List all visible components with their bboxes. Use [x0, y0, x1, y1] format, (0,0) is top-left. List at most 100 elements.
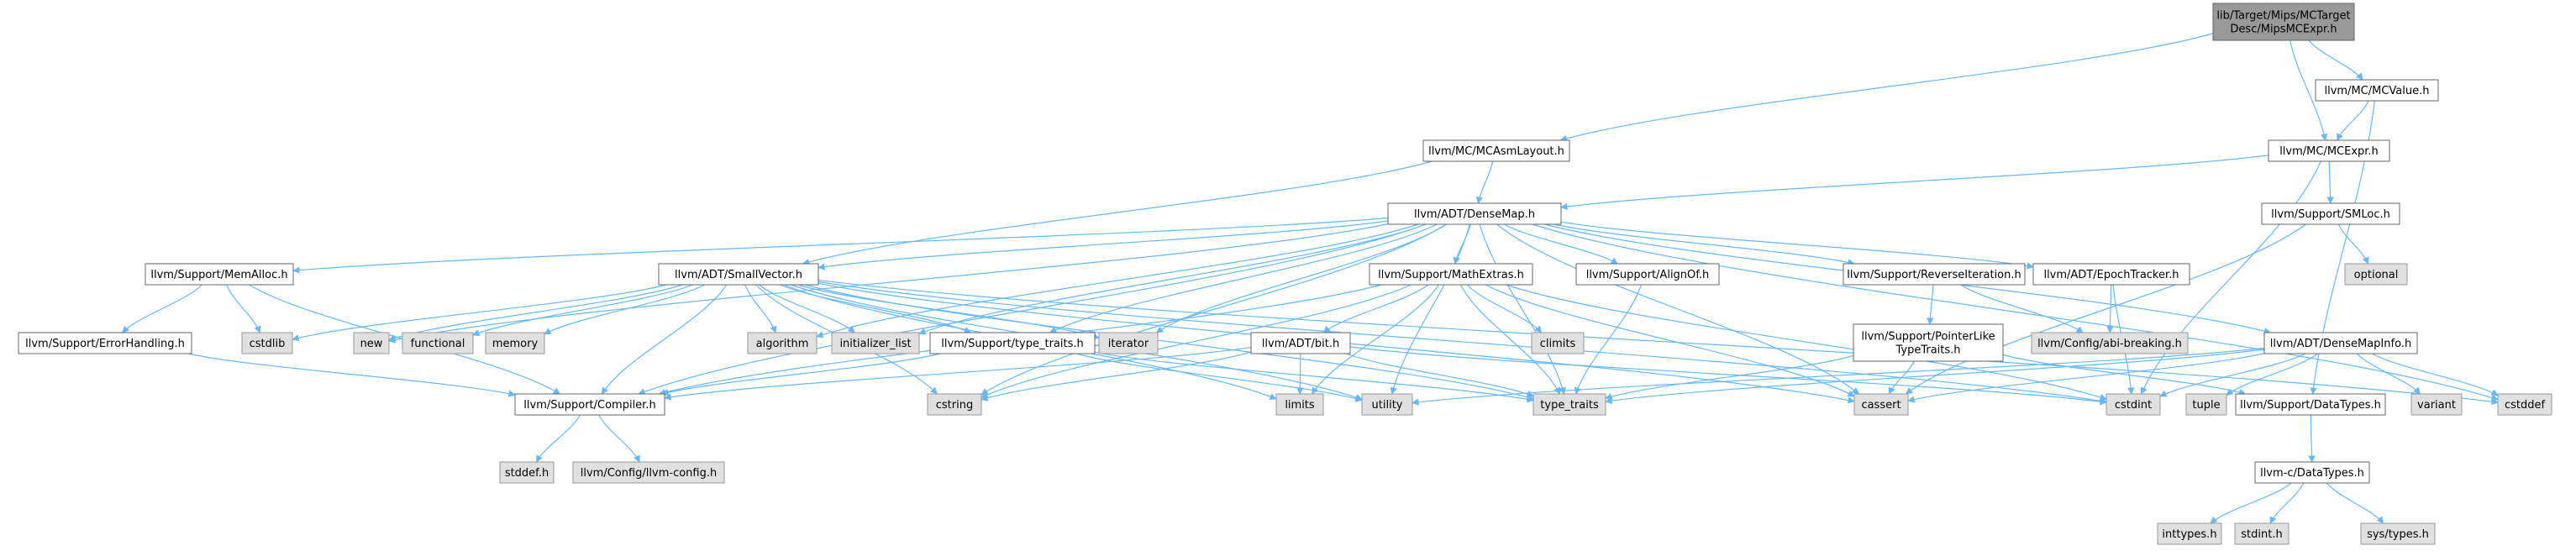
node-box-datatypes	[2235, 393, 2386, 416]
node-box-type_traits	[1532, 393, 1606, 416]
edge-mcexpr-to-smloc	[2326, 160, 2334, 204]
node-label-optional-line-0: optional	[2354, 269, 2399, 281]
node-box-new	[353, 332, 390, 354]
node-memory: memory	[485, 332, 545, 354]
edge-densemap-to-smallvector	[817, 220, 1389, 270]
node-box-stddef	[499, 461, 555, 484]
node-box-limits	[1275, 393, 1324, 416]
node-label-c_datatypes-line-0: llvm-c/DataTypes.h	[2260, 467, 2364, 480]
node-box-inttypes	[2157, 522, 2222, 545]
edge-densemapinfo-to-cstddef	[2372, 353, 2499, 396]
node-climits: climits	[1531, 332, 1585, 354]
node-label-cstddef-line-0: cstddef	[2505, 399, 2546, 412]
edge-reverseiter-to-abibreaking	[1960, 284, 2084, 333]
edge-densemap-to-type_traits	[1479, 223, 1566, 395]
node-datatypes[interactable]: llvm/Support/DataTypes.h	[2235, 393, 2386, 416]
node-errorhandling[interactable]: llvm/Support/ErrorHandling.h	[18, 332, 192, 354]
node-smloc[interactable]: llvm/Support/SMLoc.h	[2261, 202, 2400, 225]
node-label-root-line-0: lib/Target/Mips/MCTarget	[2216, 10, 2350, 23]
node-reverseiter[interactable]: llvm/Support/ReverseIteration.h	[1843, 263, 2026, 286]
node-iterator: iterator	[1098, 332, 1159, 354]
node-label-algorithm-line-0: algorithm	[756, 338, 809, 350]
node-llvmconfig: llvm/Config/llvm-config.h	[572, 461, 725, 484]
node-mathextras[interactable]: llvm/Support/MathExtras.h	[1369, 263, 1533, 286]
node-limits: limits	[1275, 393, 1324, 416]
edge-bit-to-limits	[1296, 353, 1304, 395]
edge-smallvector-to-compiler	[601, 284, 728, 395]
node-densemapinfo[interactable]: llvm/ADT/DenseMapInfo.h	[2263, 332, 2418, 354]
node-typetraits_llvm[interactable]: llvm/Support/type_traits.h	[929, 332, 1096, 354]
node-epochtracker[interactable]: llvm/ADT/EpochTracker.h	[2032, 263, 2190, 286]
node-root[interactable]: lib/Target/Mips/MCTargetDesc/MipsMCExpr.…	[2212, 3, 2355, 41]
node-label-memalloc-line-0: llvm/Support/MemAlloc.h	[150, 269, 287, 281]
node-bit[interactable]: llvm/ADT/bit.h	[1250, 332, 1351, 354]
node-label-initializer_list-line-0: initializer_list	[839, 338, 911, 350]
node-box-iterator	[1098, 332, 1159, 354]
node-box-initializer_list	[831, 332, 920, 354]
edge-smallvector-to-algorithm	[744, 284, 777, 333]
edge-smallvector-to-cstdlib	[292, 284, 667, 342]
node-c_datatypes[interactable]: llvm-c/DataTypes.h	[2254, 461, 2370, 484]
edge-c_datatypes-to-systypes	[2326, 482, 2384, 524]
node-box-typetraits_llvm	[929, 332, 1096, 354]
node-memalloc[interactable]: llvm/Support/MemAlloc.h	[145, 263, 294, 286]
node-cstdint: cstdint	[2105, 393, 2161, 416]
node-alignof[interactable]: llvm/Support/AlignOf.h	[1575, 263, 1720, 286]
node-label-densemapinfo-line-0: llvm/ADT/DenseMapInfo.h	[2270, 338, 2411, 350]
node-box-bit	[1250, 332, 1351, 354]
edge-mathextras-to-cstring	[980, 284, 1412, 398]
node-cstddef: cstddef	[2497, 393, 2552, 416]
edge-mathextras-to-climits	[1466, 284, 1543, 333]
node-label-typetraits_llvm-line-0: llvm/Support/type_traits.h	[941, 338, 1084, 350]
node-mcasmlayout[interactable]: llvm/MC/MCAsmLayout.h	[1422, 139, 1570, 162]
edge-smallvector-to-initializer_list	[759, 284, 855, 333]
edge-smallvector-to-memory	[544, 284, 705, 335]
edge-typetraits_llvm-to-compiler	[661, 353, 941, 396]
node-tuple: tuple	[2185, 393, 2227, 416]
node-smallvector[interactable]: llvm/ADT/SmallVector.h	[658, 263, 819, 286]
node-box-alignof	[1575, 263, 1720, 286]
node-label-functional-line-0: functional	[411, 338, 465, 350]
edge-typetraits_llvm-to-type_traits	[1094, 351, 1534, 403]
edge-smallvector-to-new	[388, 284, 683, 342]
node-mcexpr[interactable]: llvm/MC/MCExpr.h	[2268, 139, 2390, 162]
node-densemap[interactable]: llvm/ADT/DenseMap.h	[1387, 202, 1562, 225]
node-label-utility-line-0: utility	[1372, 399, 1403, 412]
node-box-compiler	[514, 393, 665, 416]
edge-smallvector-to-type_traits	[805, 284, 1534, 401]
node-box-utility	[1361, 393, 1413, 416]
node-box-smallvector	[658, 263, 819, 286]
edge-root-to-mcexpr	[2289, 39, 2328, 141]
edge-smallvector-to-functional	[472, 284, 693, 336]
edge-densemap-to-alignof	[1504, 223, 1618, 265]
node-label-smallvector-line-0: llvm/ADT/SmallVector.h	[675, 269, 802, 281]
node-algorithm: algorithm	[747, 332, 817, 354]
node-label-abibreaking-line-0: llvm/Config/abi-breaking.h	[2037, 338, 2182, 350]
edge-bit-to-cstdint	[1349, 346, 2107, 406]
edge-densemap-to-new	[388, 223, 1389, 344]
edge-epochtracker-to-abibreaking	[2106, 284, 2114, 333]
node-box-abibreaking	[2031, 332, 2189, 354]
node-box-cstring	[927, 393, 982, 416]
node-label-pointerlike-line-1: TypeTraits.h	[1895, 344, 1960, 357]
node-variant: variant	[2410, 393, 2463, 416]
node-compiler[interactable]: llvm/Support/Compiler.h	[514, 393, 665, 416]
edge-densemapinfo-to-tuple	[2226, 353, 2318, 396]
node-label-cassert-line-0: cassert	[1861, 399, 1900, 412]
node-cstring: cstring	[927, 393, 982, 416]
edge-mathextras-to-bit	[1322, 284, 1429, 333]
node-cassert: cassert	[1853, 393, 1909, 416]
node-box-stdint	[2234, 522, 2289, 545]
node-box-smloc	[2261, 202, 2400, 225]
node-box-reverseiter	[1843, 263, 2026, 286]
node-label-limits-line-0: limits	[1285, 399, 1315, 412]
node-label-memory-line-0: memory	[492, 338, 539, 350]
node-box-climits	[1531, 332, 1585, 354]
node-label-pointerlike-line-0: llvm/Support/PointerLike	[1861, 331, 1995, 344]
node-box-variant	[2410, 393, 2463, 416]
node-mcvalue[interactable]: llvm/MC/MCValue.h	[2315, 79, 2439, 102]
edge-mcvalue-to-mcexpr	[2337, 100, 2369, 141]
node-new: new	[353, 332, 390, 354]
edge-root-to-mcasmlayout	[1559, 33, 2214, 142]
